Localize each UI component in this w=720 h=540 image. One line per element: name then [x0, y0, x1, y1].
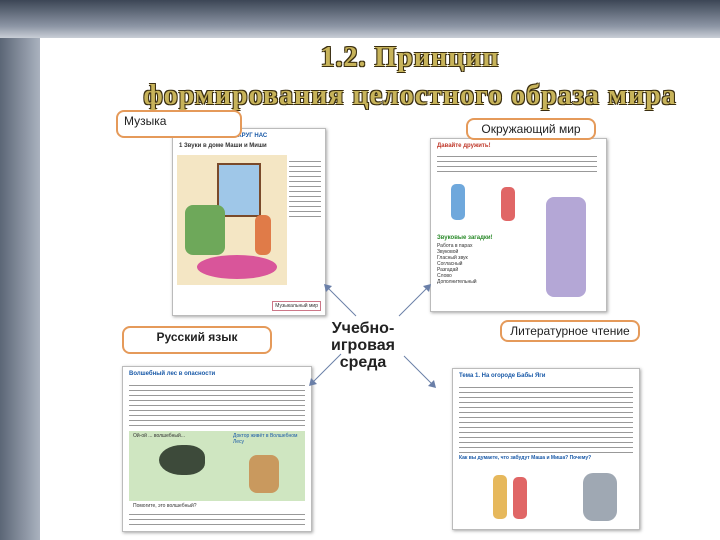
arrow-to-literature [403, 355, 436, 388]
music-page-caption: Музыкальный мир [272, 301, 321, 311]
legend-item: Согласный [437, 261, 463, 267]
arrow-to-music [324, 284, 357, 317]
music-textbook-page: ЧАСТЬ 1. ЗВУКИ ВОКРУГ НАС 1 Звуки в доме… [172, 128, 326, 316]
armchair-shape [185, 205, 225, 255]
literature-illustration [483, 469, 633, 525]
russian-body-text [129, 381, 305, 427]
center-label-line2: игровая среда [331, 337, 395, 371]
girl-figure [255, 215, 271, 255]
girl-figure [513, 477, 527, 519]
slide-left-bar [0, 38, 40, 540]
world-legend-list: Работа в парах Звуковой Гласный звук Сог… [437, 243, 537, 285]
children-figure-2 [501, 187, 515, 221]
slide-title-line2: формирования целостного образа мира [143, 80, 677, 111]
literature-question: Как вы думаете, что забудут Маша и Миша?… [459, 455, 592, 461]
label-world: Окружающий мир [466, 118, 596, 140]
dog-figure [249, 455, 279, 493]
label-literature: Литературное чтение [500, 320, 640, 342]
crow-shape [159, 445, 205, 475]
world-textbook-page: Давайте дружить! Звуковые загадки! Работ… [430, 138, 607, 312]
forest-illustration [129, 431, 305, 501]
russian-bubble-2: Доктор живёт в Волшебном Лесу [233, 433, 298, 445]
russian-caption: Помогите, это волшебный? [133, 503, 197, 509]
world-subheader: Звуковые загадки! [437, 235, 493, 241]
legend-item: Гласный звук [437, 255, 468, 261]
window-shape [217, 163, 261, 217]
children-figure-1 [451, 184, 465, 220]
cat-figure [583, 473, 617, 521]
parents-figure [546, 197, 586, 297]
legend-item: Слово [437, 273, 452, 279]
label-russian: Русский язык [122, 326, 272, 354]
arrow-to-world [398, 284, 431, 317]
legend-item: Звуковой [437, 249, 459, 255]
legend-item: Разгадай [437, 267, 459, 273]
russian-page-header: Волшебный лес в опасности [129, 371, 216, 377]
arrow-to-russian [309, 353, 342, 386]
world-intro-text [437, 152, 597, 172]
music-illustration [177, 155, 287, 285]
legend-item: Дополнительный [437, 279, 477, 285]
russian-textbook-page: Волшебный лес в опасности Ой-ой ... волш… [122, 366, 312, 532]
literature-body-text [459, 383, 633, 453]
music-page-lesson: 1 Звуки в доме Маши и Миши [179, 143, 267, 149]
center-label-line1: Учебно- [331, 320, 395, 337]
rug-shape [197, 255, 277, 279]
literature-textbook-page: Тема 1. На огороде Бабы Яги Как вы думае… [452, 368, 640, 530]
music-side-text [289, 157, 321, 217]
slide-title-line1: 1.2. Принцип [320, 42, 500, 73]
boy-figure [493, 475, 507, 519]
world-page-header: Давайте дружить! [437, 143, 491, 149]
slide-top-bar [0, 0, 720, 38]
center-label: Учебно- игровая среда [308, 320, 418, 371]
label-music: Музыка [116, 110, 242, 138]
legend-item: Работа в парах [437, 243, 473, 249]
literature-page-header: Тема 1. На огороде Бабы Яги [459, 373, 546, 379]
russian-footer-text [129, 510, 305, 528]
russian-bubble-1: Ой-ой ... волшебный... [133, 433, 185, 439]
